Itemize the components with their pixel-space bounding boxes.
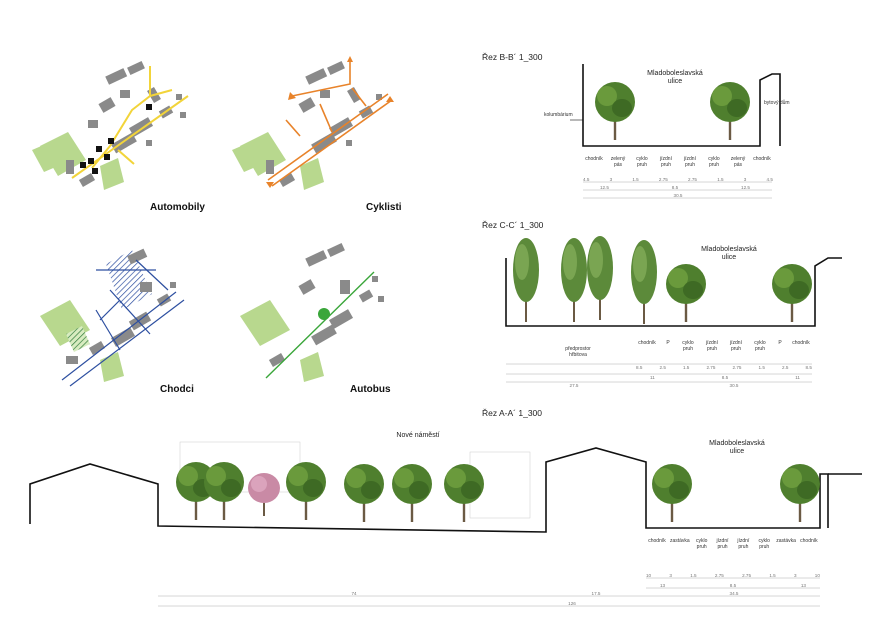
dim-value: 13 — [800, 583, 806, 588]
dim-value: 13 — [660, 583, 666, 588]
dim-value: 2.75 — [732, 365, 742, 370]
lane-label: chodník — [800, 538, 818, 544]
lane-label: cyklo pruh — [754, 340, 766, 352]
lane-label: zastávka — [669, 538, 690, 544]
dim-value: 8.5 — [636, 365, 643, 370]
section-bb-lanes: chodník zelený pás cyklo pruh jízdní pru… — [583, 156, 773, 178]
dim-value: 4.5 — [766, 177, 773, 182]
section-cc-title: Řez C-C´ 1_300 — [482, 220, 544, 230]
lane-label: P — [666, 340, 670, 346]
dim-value: 1.5 — [758, 365, 765, 370]
dim-value: 2.75 — [658, 177, 668, 182]
map-bus — [240, 242, 384, 382]
section-aa-lanes: chodník zastávka cyklo pruh jízdní pruh … — [646, 538, 820, 560]
lane-label: zelený pás — [610, 156, 626, 168]
lane-label: chodník — [753, 156, 771, 162]
dim-value: 2.75 — [714, 573, 724, 578]
lane-label: zastávka — [776, 538, 796, 544]
dim-value: 1.5 — [682, 365, 690, 370]
dim-value: 12.5 — [600, 185, 609, 190]
dim-value: 2.75 — [742, 573, 752, 578]
dim-value: 4.5 — [583, 177, 590, 182]
dim-value: 2.5 — [659, 365, 666, 370]
lane-label: chodník — [638, 340, 656, 346]
section-cc-dims-row2: 11 8.5 11 — [650, 375, 800, 380]
lane-label: cyklo pruh — [682, 340, 694, 352]
dim-value: 3 — [669, 573, 672, 578]
section-aa-dims-left: 74 — [351, 591, 357, 596]
dim-value: 8.5 — [805, 365, 812, 370]
section-bb-dims-total: 30.5 — [673, 193, 683, 198]
section-aa-dims-mid: 17.5 — [591, 591, 601, 596]
section-bb-street-name: Mladoboleslavská ulice — [647, 70, 703, 85]
dim-value: 3 — [793, 573, 797, 578]
section-bb-drawing — [570, 64, 781, 199]
lane-label: cyklo pruh — [695, 538, 708, 550]
lane-label: cyklo pruh — [636, 156, 648, 168]
lane-label: jízdní pruh — [730, 340, 742, 352]
map-caption-bus: Autobus — [350, 384, 391, 395]
dim-value: 2.75 — [688, 177, 697, 182]
lane-label: chodník — [585, 156, 603, 162]
section-aa-title: Řez A-A´ 1_300 — [482, 408, 543, 418]
lane-label: cyklo pruh — [758, 538, 770, 550]
dim-value: 8.5 — [721, 375, 729, 380]
dim-value: 3 — [743, 177, 747, 182]
dim-value: 8.5 — [729, 583, 737, 588]
section-bb-dims-row1: 4.5 3 1.5 2.75 2.75 1.5 3 4.5 — [583, 177, 773, 182]
section-aa-dims-total: 126 — [568, 601, 576, 606]
lane-label: jízdní pruh — [684, 156, 696, 168]
lane-label: cyklo pruh — [708, 156, 720, 168]
map-caption-bikes: Cyklisti — [366, 202, 402, 213]
section-cc-dims-total-right: 30.5 — [729, 383, 739, 388]
section-bb-left-label: kolumbárium — [544, 112, 573, 118]
map-cars — [32, 60, 189, 190]
section-cc-left-label: předprostor hřbitova — [565, 346, 591, 358]
section-bb-right-label: bytový dům — [764, 100, 790, 106]
section-cc-drawing — [505, 236, 842, 383]
dim-value: 12.5 — [741, 185, 750, 190]
dim-value: 10 — [814, 573, 820, 578]
section-cc-dims-total-left: 27.5 — [569, 383, 579, 388]
lane-label: jízdní pruh — [706, 340, 718, 352]
section-cc-street-name: Mladoboleslavská ulice — [701, 246, 757, 261]
lane-label: chodník — [648, 538, 666, 544]
section-aa-dims-row1: 10 3 1.5 2.75 2.75 1.5 3 10 — [646, 573, 820, 578]
lane-label: jízdní pruh — [660, 156, 672, 168]
map-bikes — [232, 56, 394, 190]
dim-value: 1.5 — [769, 573, 776, 578]
dim-value: 11 — [650, 375, 655, 380]
lane-label: chodník — [792, 340, 810, 346]
section-bb-dims-row2: 12.5 8.5 12.5 — [600, 185, 750, 190]
dim-value: 1.5 — [690, 573, 697, 578]
map-caption-pedestrians: Chodci — [160, 384, 194, 395]
lane-label: jízdní pruh — [737, 538, 750, 550]
section-aa-square-label: Nové náměstí — [396, 432, 440, 439]
map-pedestrians — [40, 248, 185, 387]
section-aa-drawing — [29, 441, 862, 607]
dim-value: 1.5 — [717, 177, 724, 182]
section-aa-dims-right: 34.5 — [729, 591, 739, 596]
map-caption-cars: Automobily — [150, 202, 205, 213]
dim-value: 1.5 — [632, 177, 639, 182]
section-cc-lanes: chodník P cyklo pruh jízdní pruh jízdní … — [636, 340, 812, 362]
lane-label: jízdní pruh — [716, 538, 729, 550]
section-aa-street-name: Mladoboleslavská ulice — [709, 440, 765, 455]
section-bb-title: Řez B-B´ 1_300 — [482, 52, 543, 62]
dim-value: 8.5 — [671, 185, 679, 190]
section-aa-dims-row2: 13 8.5 13 — [660, 583, 806, 588]
lane-label: zelený pás — [730, 156, 746, 168]
dim-value: 10 — [646, 573, 652, 578]
dim-value: 2.5 — [782, 365, 789, 370]
lane-label: P — [778, 340, 782, 346]
dim-value: 11 — [795, 375, 800, 380]
dim-value: 3 — [609, 177, 613, 182]
section-cc-dims-row1: 8.5 2.5 1.5 2.75 2.75 1.5 2.5 8.5 — [636, 365, 812, 370]
dim-value: 2.75 — [706, 365, 716, 370]
